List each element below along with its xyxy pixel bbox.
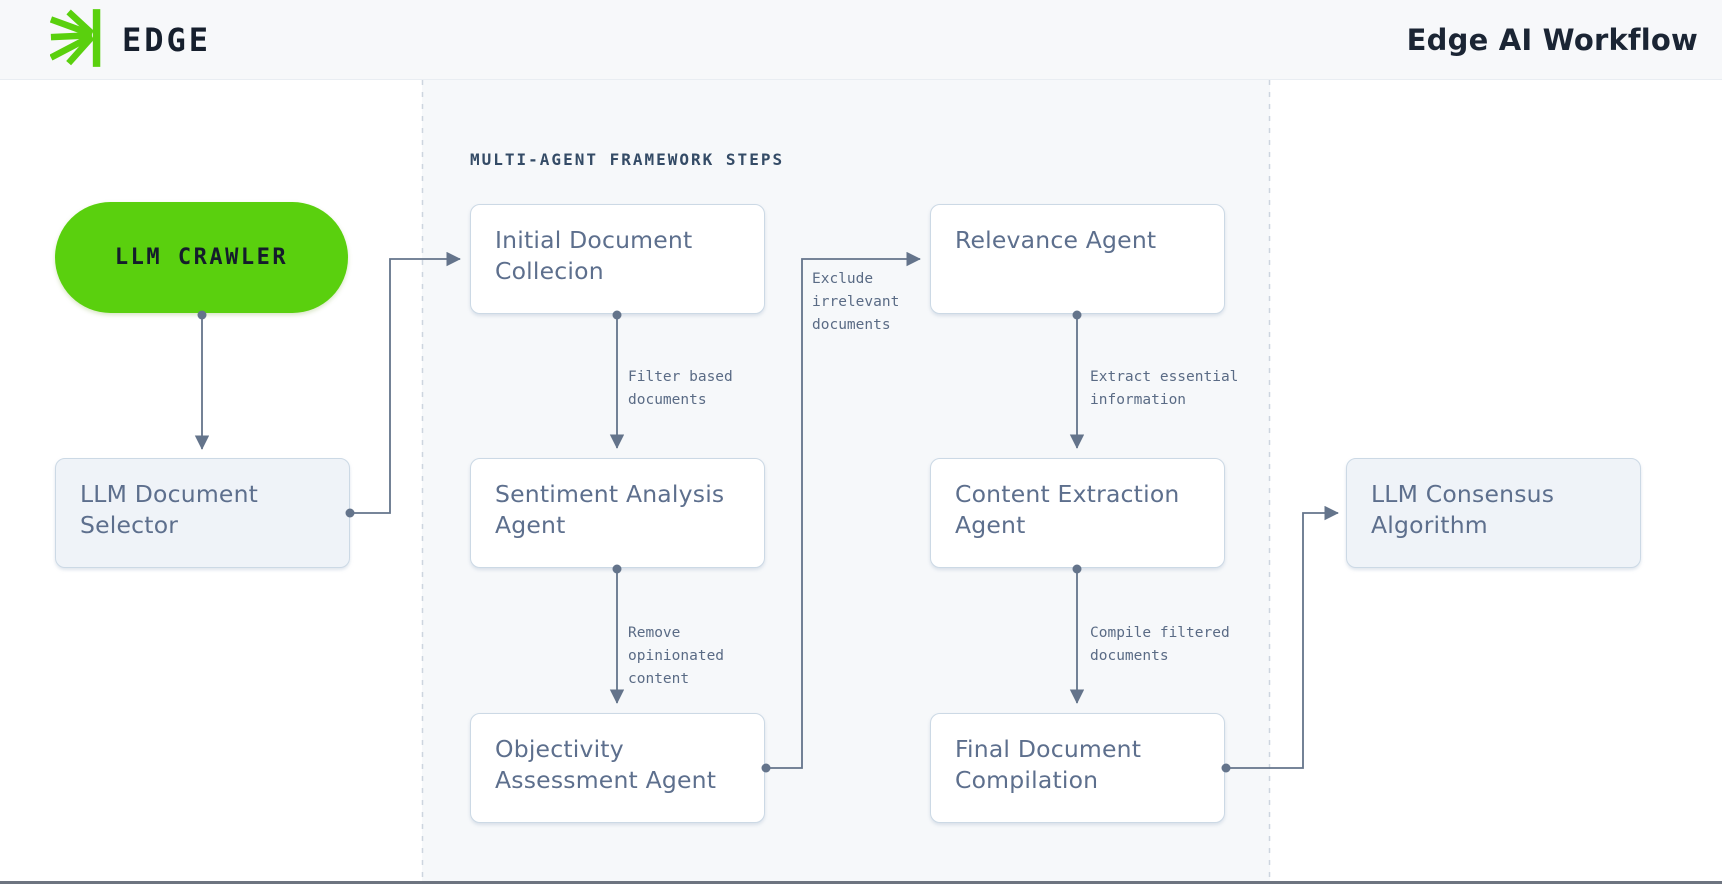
node-llm-crawler[interactable]: LLM CRAWLER <box>55 202 348 313</box>
node-label: Initial Document Collecion <box>495 226 693 285</box>
edge-label-exclude-irrelevant-documents: Exclude irrelevant documents <box>812 271 900 333</box>
page-title: Edge AI Workflow <box>1406 22 1698 57</box>
node-relevance-agent[interactable]: Relevance Agent <box>930 204 1225 314</box>
edge-label-compile-filtered-documents: Compile filtered documents <box>1090 625 1230 664</box>
edge-rays-icon <box>49 8 104 72</box>
node-objectivity-assessment-agent[interactable]: Objectivity Assessment Agent <box>470 713 765 823</box>
node-label: LLM Consensus Algorithm <box>1371 480 1555 539</box>
node-llm-consensus-algorithm[interactable]: LLM Consensus Algorithm <box>1346 458 1641 568</box>
node-label: Objectivity Assessment Agent <box>495 735 717 794</box>
node-label: LLM CRAWLER <box>114 245 289 270</box>
brand-wordmark: EDGE <box>122 20 212 59</box>
node-initial-document-collection[interactable]: Initial Document Collecion <box>470 204 765 314</box>
node-content-extraction-agent[interactable]: Content Extraction Agent <box>930 458 1225 568</box>
edge-label-filter-based-documents: Filter based documents <box>628 369 733 408</box>
node-label: Final Document Compilation <box>955 735 1142 794</box>
app-header: EDGE Edge AI Workflow <box>0 0 1722 80</box>
node-label: Relevance Agent <box>955 226 1157 254</box>
node-final-document-compilation[interactable]: Final Document Compilation <box>930 713 1225 823</box>
node-label: LLM Document Selector <box>80 480 259 539</box>
node-sentiment-analysis-agent[interactable]: Sentiment Analysis Agent <box>470 458 765 568</box>
edge-logo[interactable]: EDGE <box>49 8 212 72</box>
edge-label-extract-essential-information: Extract essential information <box>1090 369 1239 408</box>
multi-agent-section-label: MULTI-AGENT FRAMEWORK STEPS <box>470 150 785 169</box>
node-llm-document-selector[interactable]: LLM Document Selector <box>55 458 350 568</box>
node-label: Sentiment Analysis Agent <box>495 480 725 539</box>
edge-label-remove-opinionated-content: Remove opinionated content <box>628 625 725 687</box>
node-label: Content Extraction Agent <box>955 480 1180 539</box>
